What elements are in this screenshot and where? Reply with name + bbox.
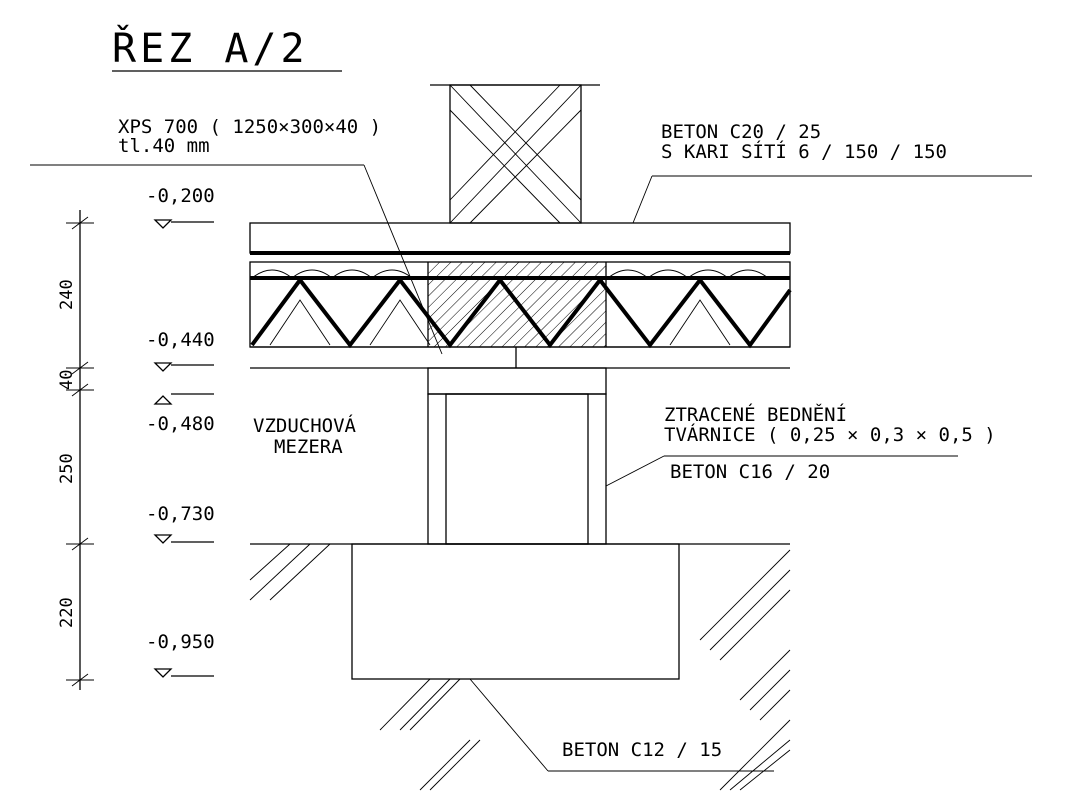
section-title: ŘEZ A/2 (112, 24, 309, 72)
annotations: XPS 700 ( 1250×300×40 ) tl.40 mm BETON C… (30, 116, 1032, 772)
soil-hatch (249, 543, 791, 791)
label-slab-concrete: BETON C20 / 25 (661, 121, 821, 143)
level-minus-0-480: -0,480 (146, 413, 215, 435)
label-formwork: ZTRACENÉ BEDNĚNÍ (664, 403, 847, 426)
level-minus-0-200: -0,200 (146, 185, 215, 207)
label-xps-thickness: tl.40 mm (118, 135, 210, 157)
label-formwork-size: TVÁRNICE ( 0,25 × 0,3 × 0,5 ) (664, 423, 996, 446)
dimension-40: 40 (57, 370, 77, 390)
formwork-block (427, 393, 607, 545)
xps-insulation-layer (249, 261, 792, 349)
dimension-250: 250 (57, 453, 77, 484)
level-minus-0-950: -0,950 (146, 631, 215, 653)
xps-pad (427, 367, 607, 395)
level-minus-0-440: -0,440 (146, 329, 215, 351)
label-formwork-concrete: BETON C16 / 20 (670, 461, 830, 483)
footing (250, 543, 790, 680)
label-slab-mesh: S KARI SÍTÍ 6 / 150 / 150 (661, 140, 947, 163)
dimension-220: 220 (57, 597, 77, 628)
base-plates (250, 346, 790, 369)
upper-wall (430, 84, 600, 224)
label-air-gap-1: VZDUCHOVÁ (253, 414, 357, 437)
level-marks: -0,200 -0,440 -0,480 -0,730 -0,950 (146, 185, 215, 678)
dimension-240: 240 (57, 279, 77, 310)
label-air-gap-2: MEZERA (274, 436, 343, 458)
label-xps: XPS 700 ( 1250×300×40 ) (118, 116, 381, 138)
dimension-chain: 240 40 250 220 (57, 210, 94, 690)
level-minus-0-730: -0,730 (146, 503, 215, 525)
label-footing-concrete: BETON C12 / 15 (562, 739, 722, 761)
concrete-slab (249, 222, 791, 255)
